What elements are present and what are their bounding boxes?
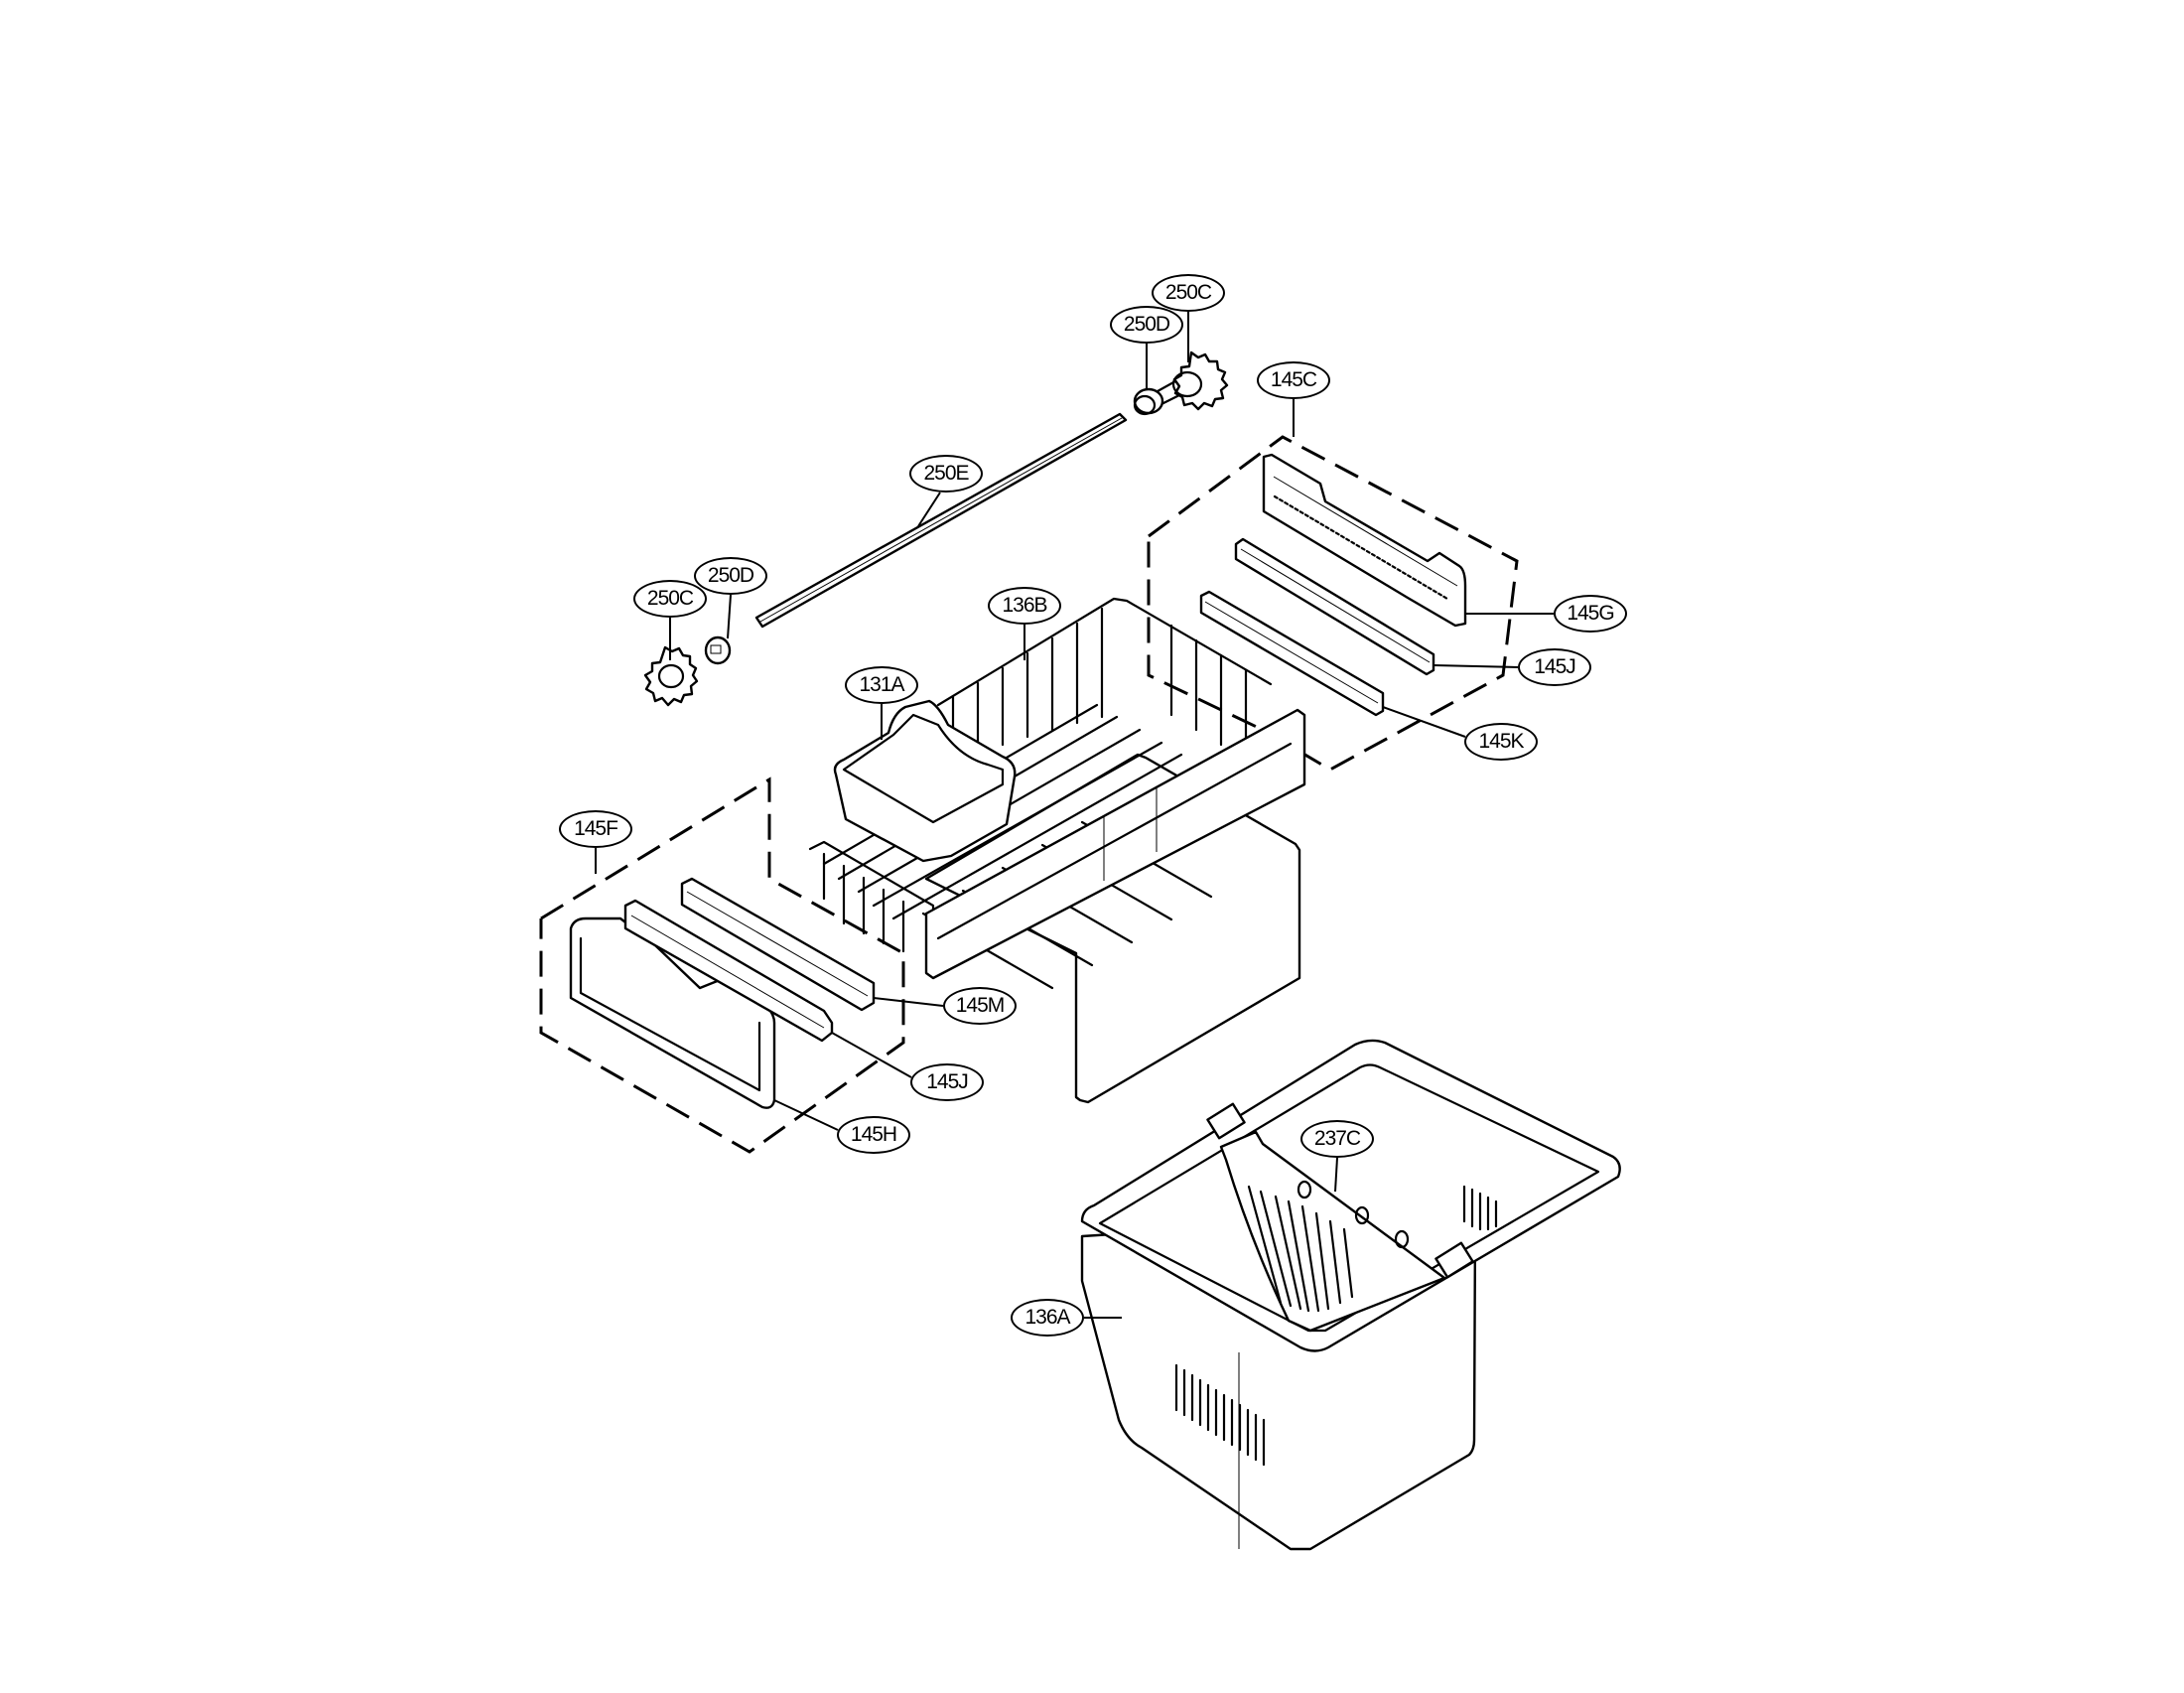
gear-250c-top: [1154, 351, 1229, 411]
group-outline-145c: [1147, 435, 1519, 772]
part-145j-right: [1234, 537, 1435, 676]
cap-250d-left: [704, 635, 732, 665]
part-145k: [1199, 590, 1385, 717]
cap-250d-top: [1133, 387, 1164, 416]
callout-250e: 250E: [909, 455, 983, 493]
callout-131a: 131A: [845, 666, 918, 704]
callout-145k: 145K: [1464, 723, 1538, 761]
bin-131a: [833, 699, 1017, 863]
leader-lines: [595, 312, 1554, 1319]
callout-136b: 136B: [988, 587, 1061, 625]
callout-145j-right: 145J: [1518, 648, 1591, 686]
group-outline-145f: [539, 776, 905, 1154]
callout-145g: 145G: [1554, 595, 1627, 633]
callout-145c: 145C: [1257, 361, 1330, 399]
callout-145m: 145M: [943, 987, 1017, 1025]
callout-145h: 145H: [837, 1116, 910, 1154]
bin-136a: [1080, 1039, 1621, 1551]
callout-237c: 237C: [1300, 1120, 1374, 1158]
rail-250e: [754, 412, 1128, 629]
part-145m: [680, 877, 876, 1012]
callout-250d-top: 250D: [1110, 306, 1183, 344]
callout-250c-left: 250C: [633, 580, 707, 618]
wire-basket-136b: [808, 597, 1306, 1104]
gear-250c-left: [643, 645, 699, 707]
callout-145f: 145F: [559, 810, 632, 848]
callout-250c-top: 250C: [1152, 274, 1225, 312]
callout-145j-left: 145J: [910, 1063, 984, 1101]
callout-136a: 136A: [1011, 1299, 1084, 1337]
part-145j-left: [623, 899, 834, 1043]
callout-250d-left: 250D: [694, 557, 767, 595]
part-145g: [1262, 453, 1467, 628]
